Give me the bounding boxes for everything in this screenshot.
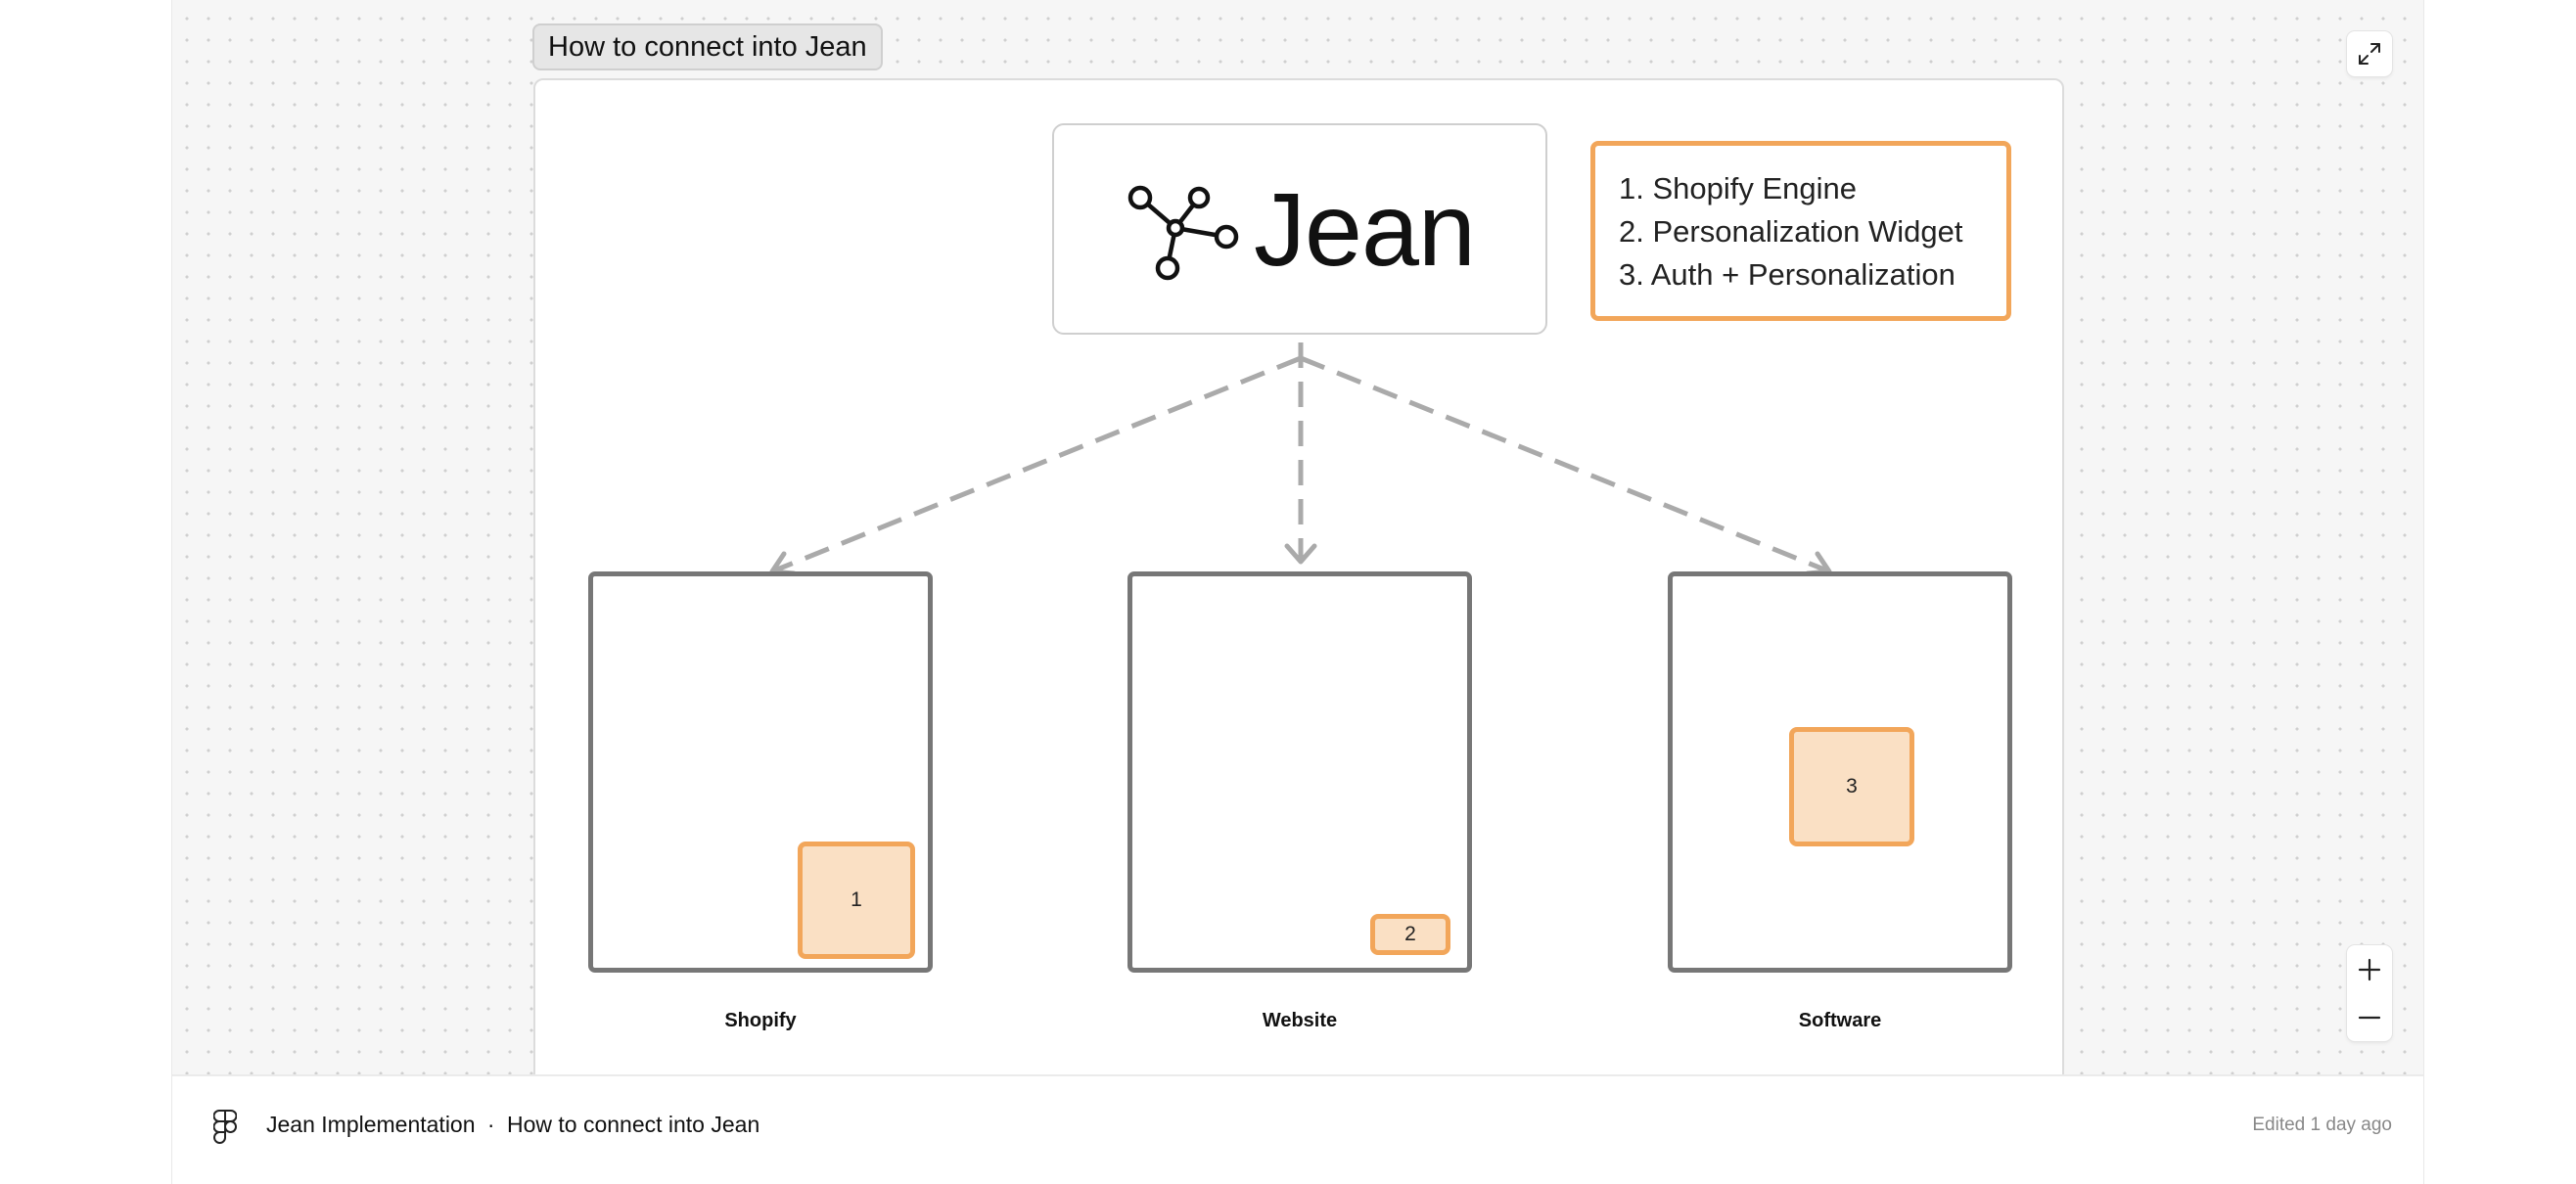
logo-wordmark: Jean: [1254, 172, 1476, 288]
target-label-software: Software: [1798, 1010, 1882, 1031]
chip-2[interactable]: 2: [1370, 914, 1450, 955]
minus-icon: [2358, 1016, 2381, 1019]
arrowhead-website: [1284, 543, 1317, 565]
network-nodes-icon: [1127, 185, 1239, 281]
step-item: 2. Personalization Widget: [1619, 214, 1963, 249]
target-label-shopify: Shopify: [724, 1010, 797, 1031]
target-box-shopify[interactable]: 1: [588, 571, 933, 973]
zoom-out-button[interactable]: [2347, 993, 2392, 1041]
plus-icon: [2358, 958, 2381, 980]
figma-logo-icon[interactable]: [213, 1110, 237, 1145]
embed-footer: Jean Implementation · How to connect int…: [172, 1074, 2423, 1174]
arrow-to-shopify: [771, 355, 1302, 574]
diagram-frame[interactable]: Jean 1. Shopify Engine 2. Personalizatio…: [533, 78, 2064, 1074]
figma-embed: How to connect into Jean: [172, 0, 2423, 1184]
steps-legend[interactable]: 1. Shopify Engine 2. Personalization Wid…: [1590, 141, 2011, 321]
target-box-website[interactable]: 2: [1127, 571, 1472, 973]
jean-logo-card[interactable]: Jean: [1052, 123, 1547, 335]
step-item: 3. Auth + Personalization: [1619, 257, 1955, 292]
zoom-in-button[interactable]: [2347, 945, 2392, 993]
expand-icon: [2359, 43, 2380, 65]
target-box-software[interactable]: 3: [1668, 571, 2012, 973]
edited-timestamp: Edited 1 day ago: [2252, 1115, 2392, 1135]
target-label-website: Website: [1262, 1010, 1338, 1031]
breadcrumb-separator: ·: [486, 1112, 495, 1137]
chip-1[interactable]: 1: [798, 842, 915, 959]
canvas[interactable]: How to connect into Jean: [172, 0, 2423, 1074]
chip-3[interactable]: 3: [1789, 727, 1914, 846]
file-name[interactable]: Jean Implementation: [266, 1112, 476, 1137]
step-item: 1. Shopify Engine: [1619, 171, 1858, 205]
frame-label[interactable]: How to connect into Jean: [532, 23, 883, 70]
arrow-to-software: [1300, 355, 1830, 574]
fullscreen-button[interactable]: [2347, 31, 2392, 76]
page-name[interactable]: How to connect into Jean: [506, 1112, 760, 1137]
zoom-controls: [2347, 945, 2392, 1041]
file-breadcrumb[interactable]: Jean Implementation · How to connect int…: [266, 1110, 759, 1139]
